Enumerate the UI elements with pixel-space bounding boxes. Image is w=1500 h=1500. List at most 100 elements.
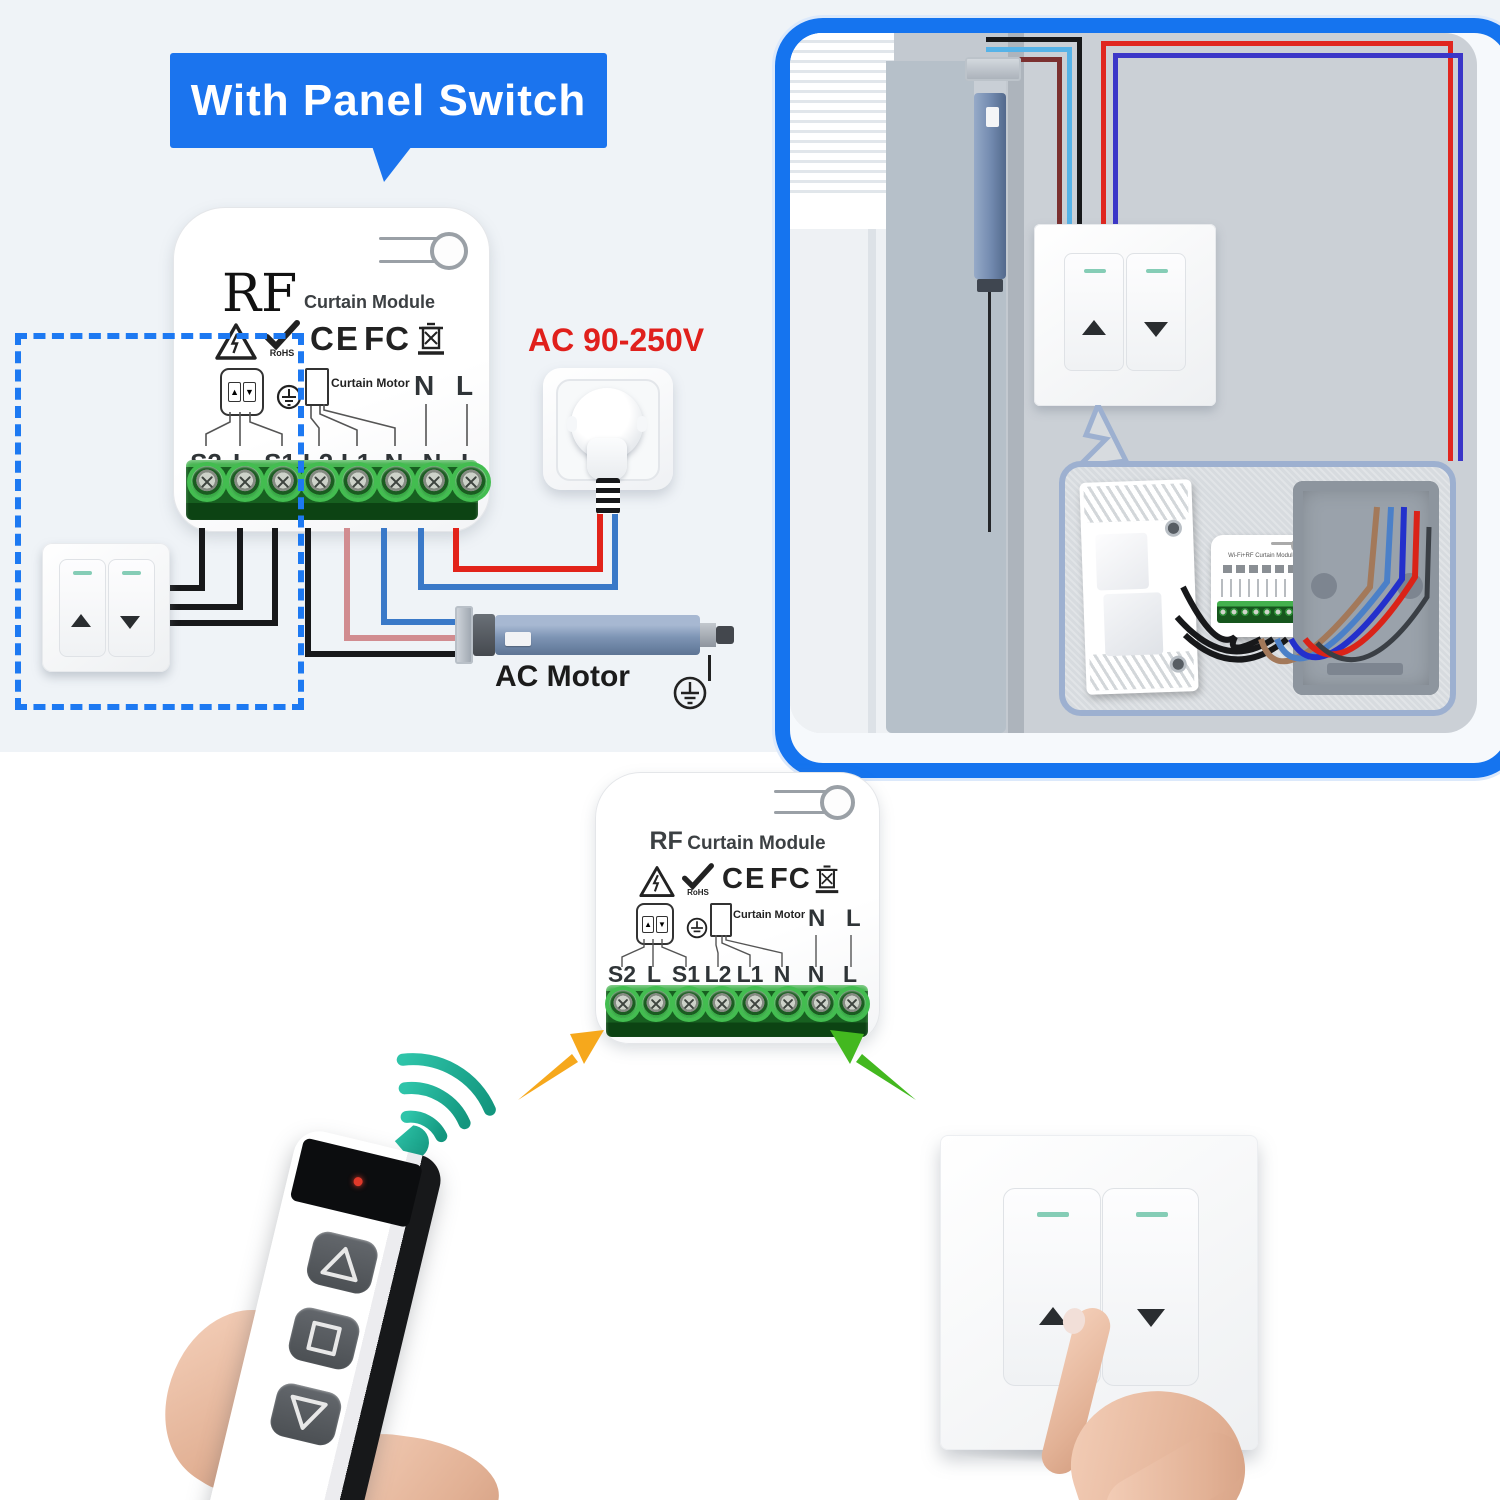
ground-symbol-icon [673, 676, 707, 710]
plug-body [587, 438, 627, 480]
wire-n-mains [418, 528, 424, 590]
module-title-row: RF Curtain Module [596, 827, 879, 856]
antenna-loop-icon [820, 785, 855, 820]
indicator-light [1037, 1212, 1069, 1217]
wire-n-mains [612, 512, 618, 590]
wire-s1 [272, 528, 278, 626]
wire-s2 [199, 528, 205, 591]
motor-shaft-tip [716, 626, 734, 644]
socket-notch [637, 416, 647, 432]
terminal-screw [267, 466, 299, 498]
terminal-screw [774, 990, 802, 1018]
panel-switch-circuit-outline [15, 333, 304, 710]
curtain-module-device: RF Curtain Module RoHS CE FC ▲ ▼ [173, 207, 490, 532]
ac-motor-label: AC Motor [495, 660, 630, 693]
terminal-label: N [773, 961, 791, 987]
scene-wire-darkblue [1113, 53, 1118, 224]
wire-l-mains [597, 512, 603, 572]
motor-sticker [505, 632, 531, 646]
ground-symbol-icon [686, 917, 708, 939]
wire-n-motor [381, 619, 463, 625]
motor-legend-box [305, 368, 329, 406]
l-legend-label: L [456, 370, 474, 401]
antenna-loop-icon [430, 232, 468, 270]
wire-l2-motor [305, 528, 311, 657]
rohs-check-icon: RoHS [682, 863, 714, 897]
switch-up-button [1064, 253, 1124, 371]
orange-arrow [518, 1030, 604, 1100]
panel-switch-legend-icon: ▲ ▼ [220, 368, 264, 416]
antenna-line [1271, 542, 1297, 545]
wire-l1-motor [344, 528, 350, 641]
mini-cert-icons [1223, 565, 1299, 573]
terminal-label: L1 [736, 961, 764, 987]
terminal-screw [418, 466, 450, 498]
mini-terminal-block [1217, 601, 1305, 623]
wire-n-mains [418, 584, 618, 590]
motor-mount-bracket [965, 57, 1021, 81]
curtain-module-product: RF Curtain Module RoHS CE FC ▲ ▼ Curtain… [595, 772, 880, 1044]
ce-mark: CE [310, 320, 360, 357]
down-arrow-icon [120, 616, 140, 629]
wire-l [237, 528, 243, 610]
down-arrow-icon [1137, 1309, 1165, 1327]
scene-wire-darkred [1057, 57, 1062, 224]
module-title: Curtain Module [304, 292, 435, 312]
rohs-check-icon: RoHS [264, 320, 300, 358]
weee-bin-icon [416, 320, 446, 358]
rf-signal-icon [394, 1053, 496, 1160]
ce-mark: CE [722, 863, 767, 895]
antenna-line [379, 237, 441, 240]
motor-bracket [455, 606, 473, 664]
window-frame [790, 193, 894, 229]
scene-wire-lightblue [1067, 47, 1072, 224]
scene-wire-darkblue [1113, 53, 1463, 58]
terminal-label: S2 [607, 961, 637, 987]
up-arrow-icon [1082, 320, 1106, 335]
wire-l1-motor [344, 635, 463, 641]
terminal-screw [741, 990, 769, 1018]
panel-switch-legend-icon: ▲ ▼ [636, 903, 674, 945]
wire-l-mains [453, 566, 603, 572]
room-wall: Wi-Fi+RF Curtain Module [790, 33, 1477, 733]
terminal-screw [191, 466, 223, 498]
legend-connector-lines [205, 404, 468, 446]
antenna-line [774, 790, 830, 793]
motor-head-cap [473, 614, 495, 656]
plug-cord [596, 478, 620, 514]
motor-shaft [700, 623, 716, 647]
terminal-screw [642, 990, 670, 1018]
wiring-diagram-section: With Panel Switch RF Curtain Module RoHS… [0, 0, 760, 752]
bubble-wires [1174, 506, 1432, 665]
motor-sticker [986, 107, 999, 127]
antenna-line [774, 811, 826, 814]
terminal-screw [304, 466, 336, 498]
fcc-mark: FC [364, 320, 410, 357]
remote-down-button [267, 1380, 345, 1449]
rohs-label: RoHS [687, 888, 709, 897]
wire-l2-motor [305, 651, 463, 657]
window-lower [790, 229, 894, 733]
terminal-screw [838, 990, 866, 1018]
terminal-screw [708, 990, 736, 1018]
remote-screen [289, 1137, 424, 1229]
terminal-label: S1 [671, 961, 701, 987]
n-legend-label: N [414, 370, 435, 401]
remote-up-button [303, 1228, 381, 1297]
switch-down-button [108, 559, 155, 657]
up-arrow-icon [1039, 1307, 1067, 1325]
wire-s1 [167, 620, 278, 626]
power-socket [543, 368, 673, 490]
panel-switch [42, 543, 170, 672]
box-boss [1311, 573, 1337, 599]
scene-wall-switch [1034, 224, 1216, 406]
mini-diagram [1221, 579, 1301, 597]
terminal-label: N [807, 961, 825, 987]
n-legend-label: N [808, 905, 826, 932]
remote-control [199, 1126, 446, 1500]
box-slot [1327, 663, 1403, 675]
scene-wire-lightblue [986, 47, 1072, 52]
scene-wire-darkblue [1458, 53, 1463, 461]
module-title: Curtain Module [687, 833, 826, 854]
